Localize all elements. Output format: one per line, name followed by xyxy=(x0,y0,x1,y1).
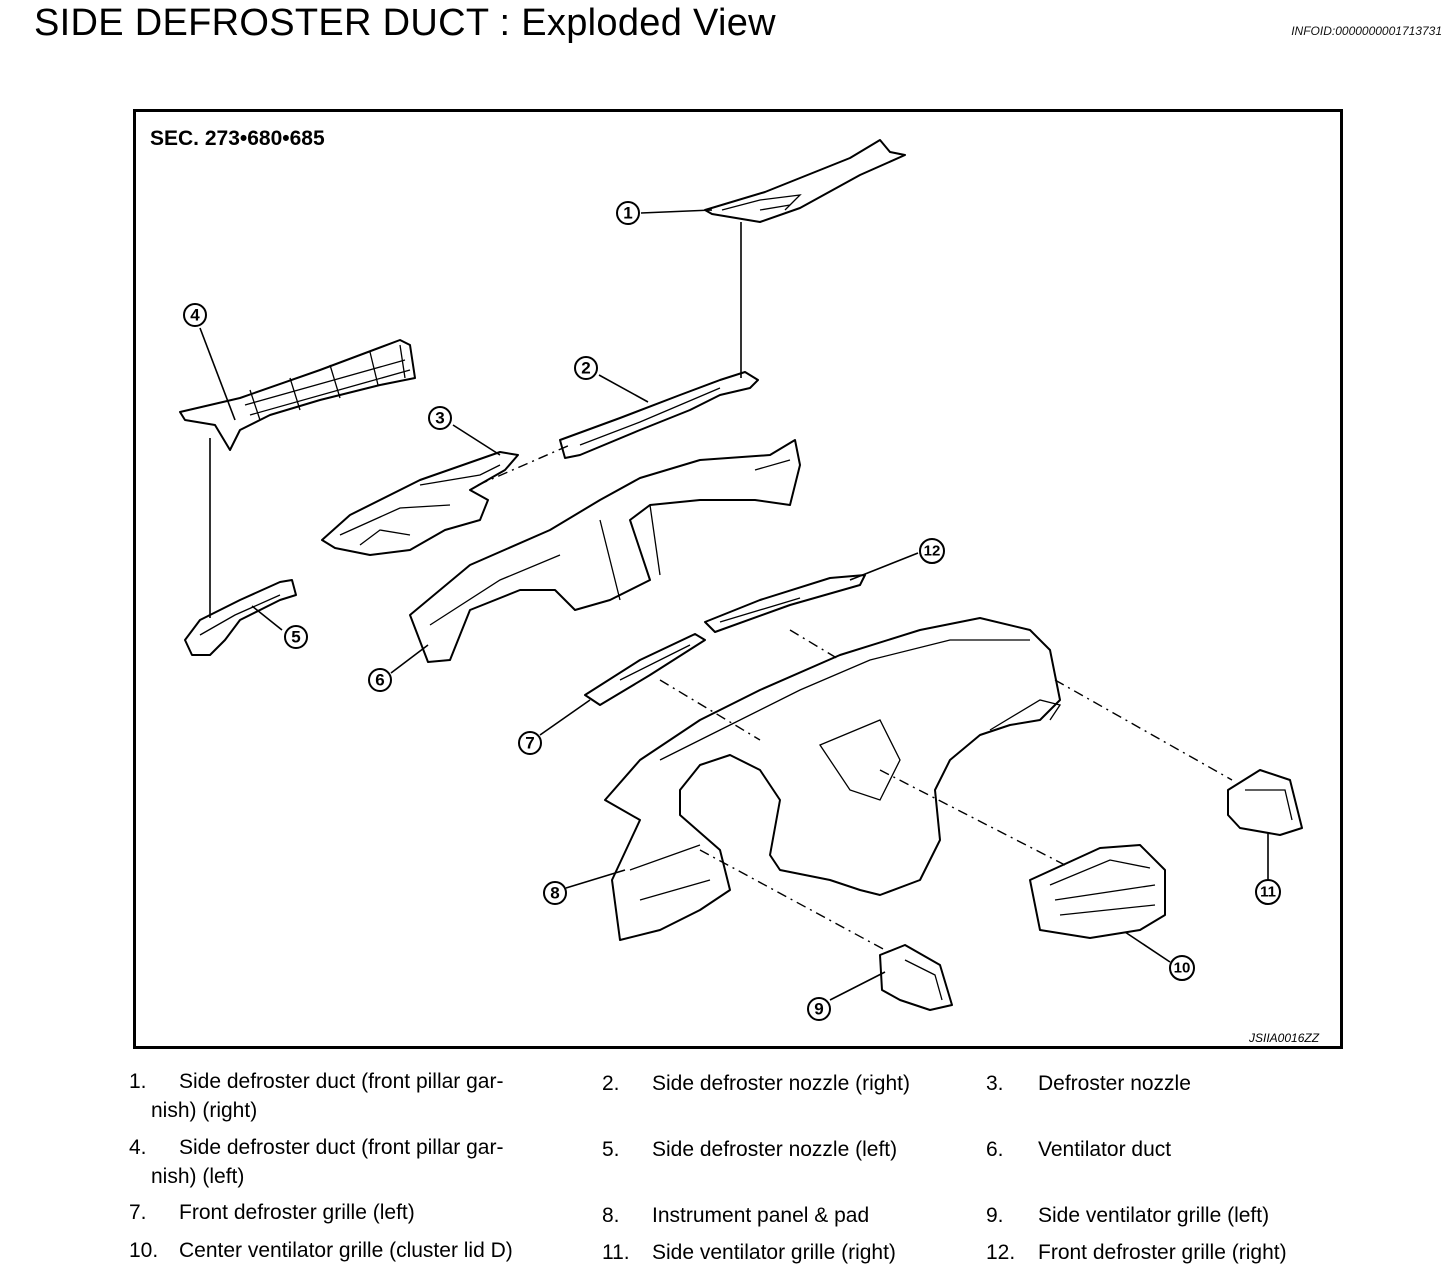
legend-text: Front defroster grille (right) xyxy=(1038,1241,1287,1264)
leader-lines xyxy=(199,209,1269,1001)
legend-text: Center ventilator grille (cluster lid D) xyxy=(179,1239,513,1262)
part-7-shape xyxy=(584,633,706,706)
legend-item-7: 7. Front defroster grille (left) xyxy=(129,1198,569,1228)
callout-6: 6 xyxy=(368,668,392,692)
callout-5: 5 xyxy=(284,625,308,649)
callout-2: 2 xyxy=(574,356,598,380)
callout-4: 4 xyxy=(183,303,207,327)
callout-7: 7 xyxy=(518,731,542,755)
legend-number: 12. xyxy=(986,1241,1016,1264)
part-11-shape xyxy=(1227,769,1303,836)
callout-10: 10 xyxy=(1169,955,1195,981)
dash-lines xyxy=(477,444,1233,951)
legend-text: Side defroster duct (front pillar gar- xyxy=(179,1136,504,1159)
legend-text: Side defroster nozzle (left) xyxy=(652,1138,898,1161)
legend-number: 11. xyxy=(602,1241,630,1264)
legend-text: Side ventilator grille (left) xyxy=(1038,1204,1270,1227)
svg-text:8: 8 xyxy=(550,884,559,903)
legend-number: 2. xyxy=(602,1072,620,1095)
legend-number: 9. xyxy=(986,1204,1004,1227)
info-id: INFOID:0000000001713731 xyxy=(1291,24,1442,38)
legend-item-5: 5. Side defroster nozzle (left) xyxy=(602,1135,972,1165)
svg-text:12: 12 xyxy=(924,543,941,560)
callout-9: 9 xyxy=(807,997,831,1021)
figure-code: JSIIA0016ZZ xyxy=(1249,1031,1320,1045)
svg-text:4: 4 xyxy=(190,306,200,325)
svg-text:5: 5 xyxy=(291,628,300,647)
legend-number: 10. xyxy=(129,1239,159,1262)
svg-text:9: 9 xyxy=(814,1000,823,1019)
legend-text-cont: nish) (left) xyxy=(151,1165,245,1188)
legend-number: 6. xyxy=(986,1138,1004,1161)
legend-text: Ventilator duct xyxy=(1038,1138,1172,1161)
legend-item-8: 8. Instrument panel & pad xyxy=(602,1201,972,1231)
legend-text: Front defroster grille (left) xyxy=(179,1201,415,1224)
part-10-shape xyxy=(1029,844,1166,939)
callout-12: 12 xyxy=(919,538,945,564)
legend-number: 5. xyxy=(602,1138,620,1161)
legend-item-11: 11. Side ventilator grille (right) xyxy=(602,1238,972,1268)
page-title: SIDE DEFROSTER DUCT : Exploded View xyxy=(34,2,776,44)
legend-text: Side defroster nozzle (right) xyxy=(652,1072,910,1095)
legend-number: 1. xyxy=(129,1070,147,1093)
svg-text:7: 7 xyxy=(525,734,534,753)
legend-text: Instrument panel & pad xyxy=(652,1204,870,1227)
legend-item-6: 6. Ventilator duct xyxy=(986,1135,1346,1165)
part-5-shape xyxy=(184,579,297,656)
part-1-shape xyxy=(704,139,906,223)
part-2-shape xyxy=(559,371,759,459)
legend-number: 8. xyxy=(602,1204,620,1227)
svg-text:3: 3 xyxy=(435,409,444,428)
legend-text: Side ventilator grille (right) xyxy=(652,1241,896,1264)
diagram-frame xyxy=(133,109,1343,1049)
legend-item-3: 3. Defroster nozzle xyxy=(986,1069,1346,1099)
callout-8: 8 xyxy=(543,881,567,905)
legend-number: 4. xyxy=(129,1136,147,1159)
legend-text: Side defroster duct (front pillar gar- xyxy=(179,1070,504,1093)
part-12-shape xyxy=(704,574,866,633)
part-8-shape xyxy=(604,617,1062,941)
part-4-shape xyxy=(179,339,416,451)
part-3-shape xyxy=(321,451,519,556)
legend-text-cont: nish) (right) xyxy=(151,1099,258,1122)
legend-item-4: 4. Side defroster duct (front pillar gar… xyxy=(129,1133,569,1193)
legend-number: 3. xyxy=(986,1072,1004,1095)
legend-item-9: 9. Side ventilator grille (left) xyxy=(986,1201,1346,1231)
svg-text:1: 1 xyxy=(623,204,632,223)
svg-text:6: 6 xyxy=(375,671,384,690)
svg-text:10: 10 xyxy=(1174,960,1191,977)
callout-1: 1 xyxy=(616,201,640,225)
legend-item-12: 12. Front defroster grille (right) xyxy=(986,1238,1346,1268)
svg-text:2: 2 xyxy=(581,359,590,378)
legend-item-10: 10. Center ventilator grille (cluster li… xyxy=(129,1236,579,1266)
callout-11: 11 xyxy=(1255,879,1281,905)
part-9-shape xyxy=(879,944,953,1011)
legend-text: Defroster nozzle xyxy=(1038,1072,1191,1095)
legend-number: 7. xyxy=(129,1201,147,1224)
legend-item-1: 1. Side defroster duct (front pillar gar… xyxy=(129,1067,569,1127)
legend-item-2: 2. Side defroster nozzle (right) xyxy=(602,1069,972,1099)
part-6-shape xyxy=(409,439,801,663)
svg-text:11: 11 xyxy=(1260,884,1276,901)
callout-3: 3 xyxy=(428,406,452,430)
section-code: SEC. 273•680•685 xyxy=(150,127,325,150)
